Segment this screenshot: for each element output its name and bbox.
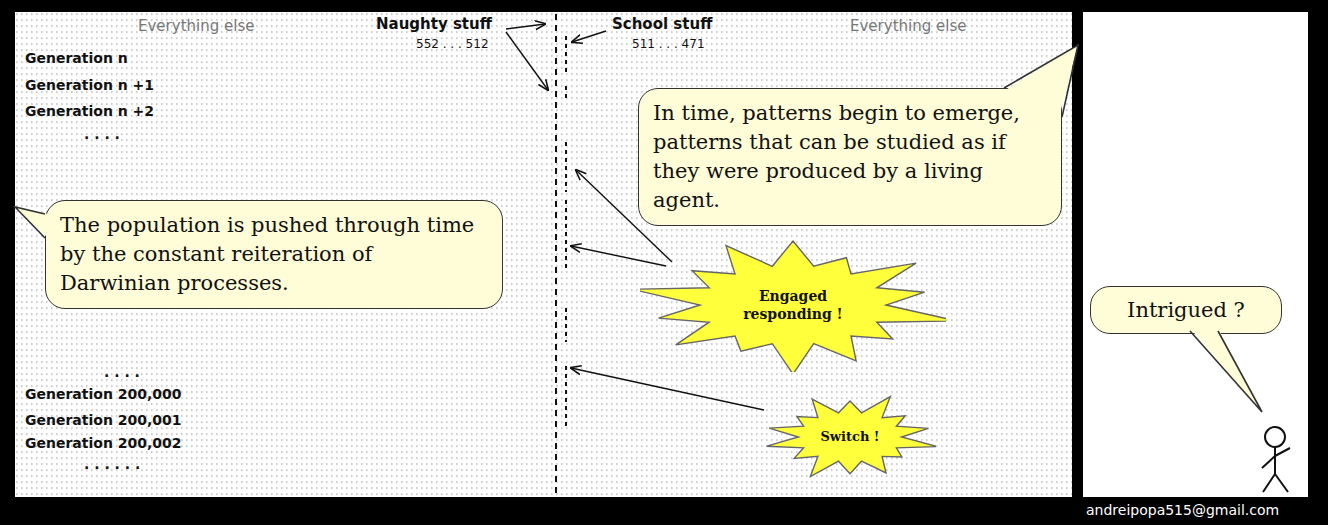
generation-label: Generation n — [25, 50, 128, 66]
exclamation-text: Engaged responding ! — [733, 287, 853, 323]
speech-text: Intrigued ? — [1105, 297, 1267, 323]
speech-bubble: Intrigued ? — [1090, 286, 1282, 334]
category-label: Naughty stuff — [376, 16, 492, 33]
speech-text: In time, patterns begin to emerge, patte… — [653, 99, 1047, 215]
tail-intrigued — [1190, 328, 1262, 412]
dot-texture — [15, 12, 1072, 497]
ellipsis-label: . . . . . . — [84, 456, 140, 472]
speech-bubble: The population is pushed through time by… — [45, 200, 503, 309]
category-label: School stuff — [612, 16, 712, 33]
generation-label: Generation n +1 — [25, 77, 154, 93]
tail-right — [1004, 45, 1078, 117]
speech-bubble: In time, patterns begin to emerge, patte… — [638, 88, 1062, 226]
response-segments — [565, 36, 567, 426]
main-panel — [15, 12, 1072, 497]
generation-label: Generation 200,001 — [25, 412, 182, 428]
ellipsis-label: . . . . — [84, 126, 120, 142]
generation-label: Generation 200,000 — [25, 386, 182, 402]
stick-figure — [1262, 427, 1290, 492]
range-label: 511 . . . 471 — [632, 38, 705, 52]
generation-label: Generation n +2 — [25, 103, 154, 119]
starburst: Engaged responding ! — [640, 238, 946, 372]
email-label: andreipopa515@gmail.com — [1086, 502, 1279, 518]
region-label: Everything else — [138, 18, 254, 35]
ellipsis-label: . . . . — [104, 364, 140, 380]
starburst-shape — [640, 238, 946, 372]
region-label: Everything else — [850, 18, 966, 35]
tail-left — [15, 207, 48, 238]
exclamation-text: Switch ! — [805, 429, 895, 446]
side-panel — [1083, 12, 1308, 497]
generation-label: Generation 200,002 — [25, 435, 182, 451]
starburst: Switch ! — [764, 394, 936, 480]
speech-text: The population is pushed through time by… — [60, 211, 488, 298]
boundary-line — [555, 14, 557, 496]
range-label: 552 . . . 512 — [416, 38, 489, 52]
